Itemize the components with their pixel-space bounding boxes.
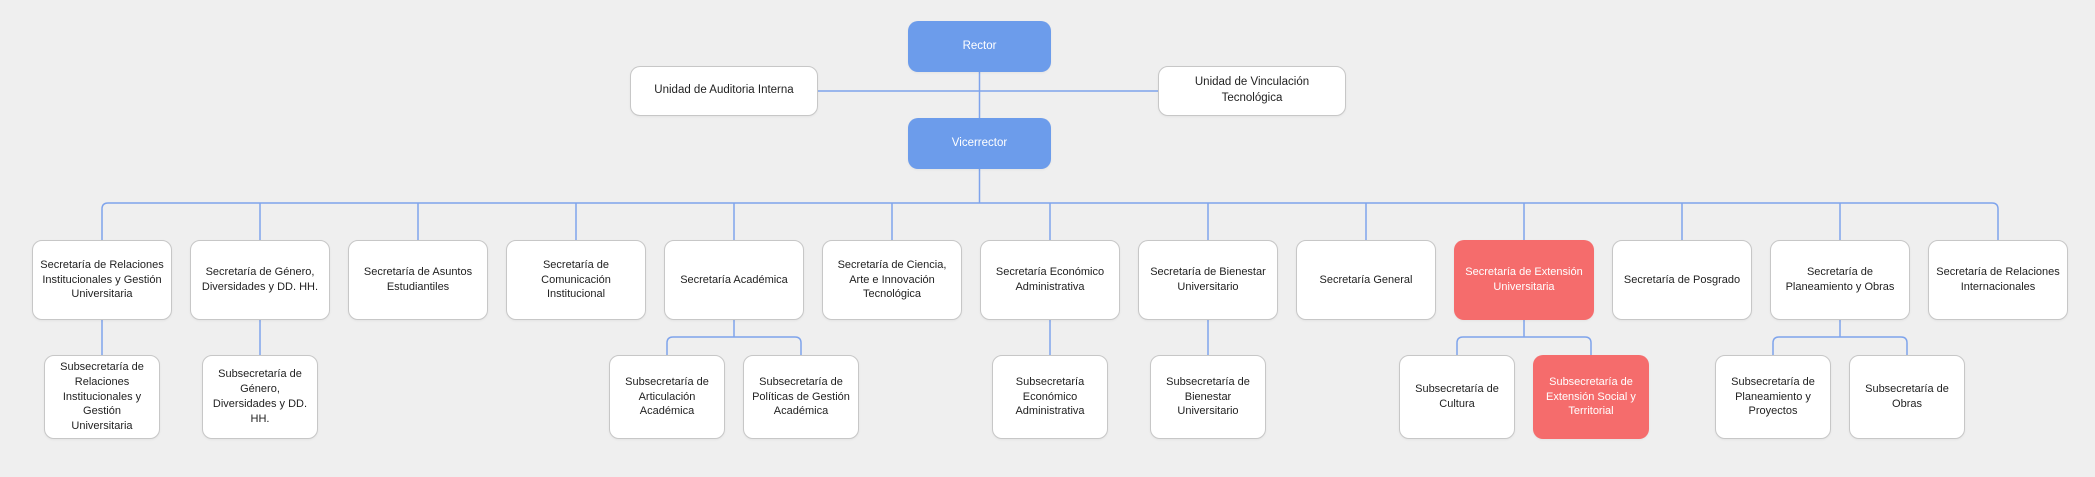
org-node-subsecretaria-de-planeamiento-y-proyectos[interactable]: Subsecretaría de Planeamiento y Proyecto… <box>1715 355 1831 439</box>
org-node-subsecretaria-de-cultura[interactable]: Subsecretaría de Cultura <box>1399 355 1515 439</box>
org-node-subsecretaria-de-bienestar-universitario[interactable]: Subsecretaría de Bienestar Universitario <box>1150 355 1266 439</box>
org-node-rector[interactable]: Rector <box>908 21 1051 72</box>
org-node-secretaria-de-ciencia-arte-e-innovacion-tecnologica[interactable]: Secretaría de Ciencia, Arte e Innovación… <box>822 240 962 320</box>
org-node-subsecretaria-economico-administrativa[interactable]: Subsecretaría Económico Administrativa <box>992 355 1108 439</box>
org-node-secretaria-economico-administrativa[interactable]: Secretaría Económico Administrativa <box>980 240 1120 320</box>
org-node-secretaria-de-bienestar-universitario[interactable]: Secretaría de Bienestar Universitario <box>1138 240 1278 320</box>
org-node-secretaria-de-posgrado[interactable]: Secretaría de Posgrado <box>1612 240 1752 320</box>
org-node-secretaria-de-genero-diversidades-y-dd-hh[interactable]: Secretaría de Género, Diversidades y DD.… <box>190 240 330 320</box>
org-node-secretaria-de-comunicacion-institucional[interactable]: Secretaría de Comunicación Institucional <box>506 240 646 320</box>
org-node-secretaria-de-relaciones-internacionales[interactable]: Secretaría de Relaciones Internacionales <box>1928 240 2068 320</box>
org-node-subsecretaria-de-extension-social-y-territorial[interactable]: Subsecretaría de Extensión Social y Terr… <box>1533 355 1649 439</box>
org-node-vicerrector[interactable]: Vicerrector <box>908 118 1051 169</box>
org-node-subsecretaria-de-politicas-de-gestion-academica[interactable]: Subsecretaría de Políticas de Gestión Ac… <box>743 355 859 439</box>
org-node-subsecretaria-de-articulacion-academica[interactable]: Subsecretaría de Articulación Académica <box>609 355 725 439</box>
org-node-secretaria-de-extension-universitaria[interactable]: Secretaría de Extensión Universitaria <box>1454 240 1594 320</box>
org-node-secretaria-de-asuntos-estudiantiles[interactable]: Secretaría de Asuntos Estudiantiles <box>348 240 488 320</box>
org-node-secretaria-academica[interactable]: Secretaría Académica <box>664 240 804 320</box>
org-node-secretaria-de-planeamiento-y-obras[interactable]: Secretaría de Planeamiento y Obras <box>1770 240 1910 320</box>
org-node-subsecretaria-de-obras[interactable]: Subsecretaría de Obras <box>1849 355 1965 439</box>
org-node-secretaria-general[interactable]: Secretaría General <box>1296 240 1436 320</box>
org-node-unidad-de-vinculacion-tecnologica[interactable]: Unidad de Vinculación Tecnológica <box>1158 66 1346 116</box>
org-node-subsecretaria-de-relaciones-institucionales-y-gestion-universitaria[interactable]: Subsecretaría de Relaciones Instituciona… <box>44 355 160 439</box>
org-node-subsecretaria-de-genero-diversidades-y-dd-hh[interactable]: Subsecretaría de Género, Diversidades y … <box>202 355 318 439</box>
org-node-unidad-de-auditoria-interna[interactable]: Unidad de Auditoria Interna <box>630 66 818 116</box>
org-node-secretaria-de-relaciones-institucionales-y-gestion-universitaria[interactable]: Secretaría de Relaciones Institucionales… <box>32 240 172 320</box>
